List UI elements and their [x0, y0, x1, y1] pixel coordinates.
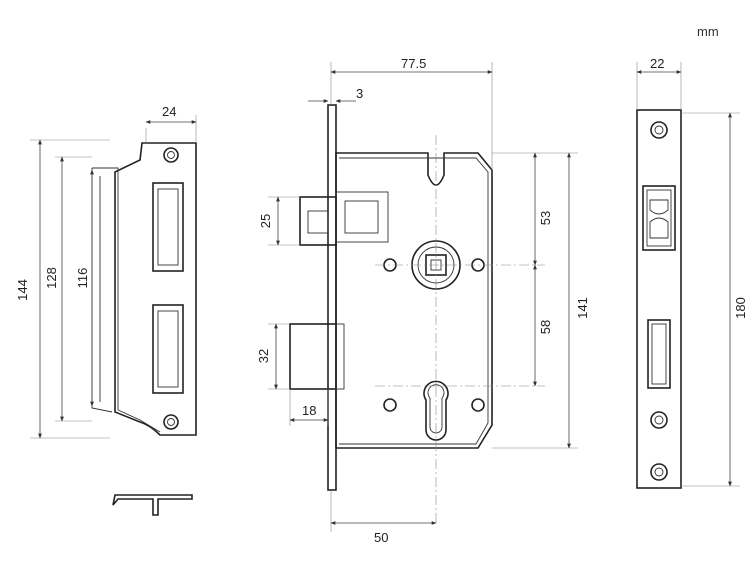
top-to-follower-label: 53 [538, 211, 553, 225]
faceplate-latch-window [642, 185, 676, 251]
lock-body [289, 104, 545, 525]
screw-hole-icon [650, 411, 668, 429]
unit-label: mm [697, 24, 719, 39]
strike-latch-opening-inner [157, 188, 179, 266]
strike-bolt-opening-inner [157, 310, 179, 388]
deadbolt-projection-label: 18 [302, 403, 316, 418]
strike-plate [91, 142, 197, 436]
lock-case-inner [339, 157, 489, 445]
faceplate-front [636, 109, 682, 489]
screw-hole-icon [654, 125, 664, 135]
fixing-hole-icon [383, 398, 397, 412]
strike-height-mid-label: 128 [44, 267, 59, 289]
cylinder-cutout-icon [423, 380, 449, 441]
faceplate-outline [636, 109, 682, 489]
deadbolt [289, 323, 337, 390]
faceplate-thickness-label: 3 [356, 86, 363, 101]
backset-label: 50 [374, 530, 388, 545]
screw-hole-icon [654, 467, 664, 477]
follower-to-cylinder-label: 58 [538, 320, 553, 334]
screw-hole-icon [650, 463, 668, 481]
faceplate-deadbolt-window [647, 319, 671, 389]
screw-hole-icon [163, 414, 179, 430]
deadbolt-height-label: 32 [256, 349, 271, 363]
screw-hole-icon [654, 415, 664, 425]
screw-hole-icon [167, 151, 175, 159]
lock-case [335, 152, 493, 449]
screw-hole-icon [167, 418, 175, 426]
strike-section [112, 494, 193, 516]
lock-faceplate [327, 104, 337, 491]
strike-width-label: 24 [162, 104, 176, 119]
latch-bolt-face [307, 210, 329, 234]
strike-latch-opening [152, 182, 184, 272]
strike-dimensions: 24 144 128 116 [15, 104, 197, 439]
strike-height-inner-label: 116 [75, 268, 90, 289]
latch-mechanism [335, 191, 389, 243]
latch-bolt [299, 196, 337, 246]
latch-height-label: 25 [258, 214, 273, 228]
strike-bolt-opening [152, 304, 184, 394]
body-height-label: 141 [575, 297, 590, 319]
screw-hole-icon [163, 147, 179, 163]
faceplate-dimensions: 22 180 [636, 56, 748, 487]
strike-plate-lip [91, 167, 161, 433]
faceplate-height-label: 180 [733, 297, 748, 319]
lock-dimensions: 77.5 3 25 32 18 50 53 58 [256, 56, 590, 545]
strike-height-total-label: 144 [15, 279, 30, 301]
faceplate-width-label: 22 [650, 56, 664, 71]
screw-hole-icon [650, 121, 668, 139]
overall-width-label: 77.5 [401, 56, 426, 71]
fixing-hole-icon [471, 398, 485, 412]
strike-plate-outline [114, 142, 197, 436]
